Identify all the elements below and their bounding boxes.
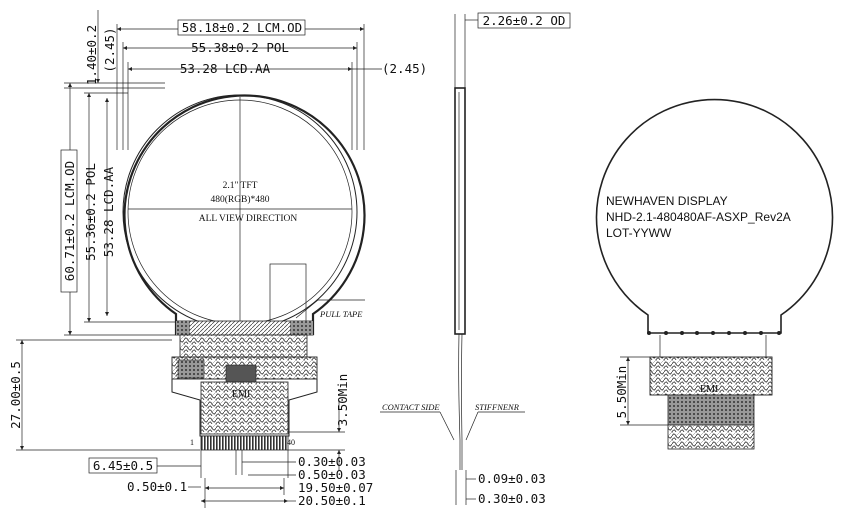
dim-pol-left: 55.36±0.2 POL [83,163,98,261]
pull-tape-label: PULL TAPE [319,309,363,319]
back-outline [595,98,834,334]
dim-aa-left: 53.28 LCD.AA [101,166,116,257]
dim-offset-top: (2.45) [382,61,427,76]
side-module-body [454,87,466,335]
center-text-line2: 480(RGB)*480 [210,194,269,205]
dim-pitch-width: 6.45±0.5 [93,458,153,473]
dim-top-gap: 1.40±0.2 [84,25,99,85]
dim-lcm-od-left: 60.71±0.2 LCM.OD [62,161,77,281]
dim-pin-gap: 0.50±0.03 [298,467,366,482]
center-text-line1: 2.1" TFT [223,181,258,191]
back-label-line1: NEWHAVEN DISPLAY [606,194,728,208]
back-fpc-stiffener [667,394,755,426]
back-label-line3: LOT-YYWW [606,226,672,240]
dim-stiffener-thickness: 0.30±0.03 [478,491,546,506]
fpc-pins [200,435,289,451]
back-emi-label: EMI [700,384,718,395]
emi-label: EMI [232,389,250,400]
back-view: EMI NEWHAVEN DISPLAY NHD-2.1-480480AF-AS… [595,98,834,450]
dim-min-len-front: 3.50Min [335,374,350,427]
dim-pol-top: 55.38±0.2 POL [191,40,289,55]
contact-side-label: CONTACT SIDE [382,402,440,412]
dim-min-len-back: 5.50Min [614,366,629,419]
dim-top-offset: (2.45) [102,27,117,72]
back-dots [647,331,781,335]
fpc-stiff-top [179,334,308,358]
dim-pin-span: 19.50±0.07 [298,480,373,495]
dim-aa-top: 53.28 LCD.AA [180,61,271,76]
dim-pin-width: 0.30±0.03 [298,454,366,469]
back-label-line2: NHD-2.1-480480AF-ASXP_Rev2A [606,210,791,224]
left-dimensions: 1.40±0.2 (2.45) 60.71±0.2 LCM.OD 55.36±0… [8,10,200,451]
top-dimensions: 58.18±0.2 LCM.OD 55.38±0.2 POL 53.28 LCD… [116,19,427,150]
pin-first-label: 1 [190,438,194,447]
fpc-tail [200,381,289,435]
dim-total-left: 27.00±0.5 [8,361,23,429]
bottom-dimensions: 3.50Min 6.45±0.5 0.30±0.03 0.50±0.03 0.5… [88,374,373,508]
dim-fpc-width: 20.50±0.1 [298,493,366,508]
dim-lcm-od-top: 58.18±0.2 LCM.OD [182,20,302,35]
dim-side-thickness: 2.26±0.2 OD [483,13,566,28]
center-text-line3: ALL VIEW DIRECTION [199,214,298,224]
stiffener-label: STIFFNENR [475,402,520,412]
back-fpc-tail [667,424,755,450]
side-view: 2.26±0.2 OD CONTACT SIDE STIFFNENR 0.09±… [380,12,571,506]
pin-last-label: 40 [287,438,295,447]
dim-fpc-thickness: 0.09±0.03 [478,471,546,486]
front-view: 2.1" TFT 480(RGB)*480 ALL VIEW DIRECTION… [8,10,427,508]
dim-pitch: 0.50±0.1 [127,479,187,494]
